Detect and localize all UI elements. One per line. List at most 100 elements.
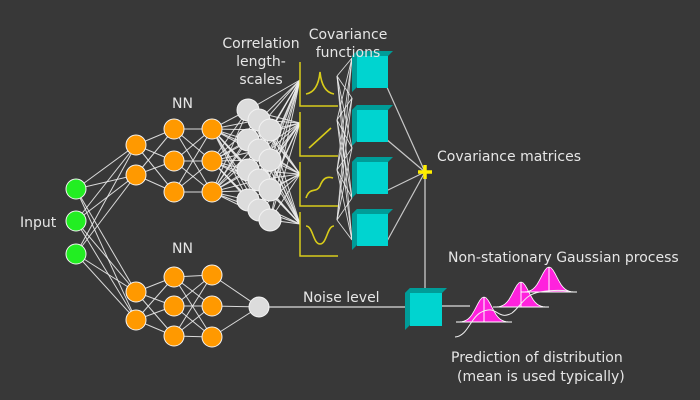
input-edge [75,174,137,255]
input-node [65,178,87,200]
input-node [65,210,87,232]
covariance-function-plots [299,62,338,257]
input-edge [75,253,137,321]
cube-side [405,288,410,330]
input-edge [75,253,137,293]
cube-side [352,105,357,146]
hidden-node [125,164,147,186]
kernel-edge [336,119,353,241]
nn-top-label: NN [172,96,193,112]
noise-node [248,296,270,318]
lengthscale-node [258,208,282,232]
covariance-cube [352,157,393,198]
hidden-edge [173,274,213,337]
noise-level-label: Noise level [303,290,380,306]
cube-top [352,157,393,162]
dip-kernel-curve [305,225,335,245]
gaussian-distributions [454,266,578,338]
gaussian-distribution [492,281,550,308]
covariance-cube [352,209,393,250]
cube-top [405,288,447,293]
cube-side [352,51,357,92]
kernel-edge [336,169,353,241]
covariance-function-plot [299,212,338,257]
covariance-function-plot [299,62,338,107]
hidden-node [201,150,223,172]
hidden-node [163,325,185,347]
input-node [65,243,87,265]
covfn-label-1: Covariance [309,27,388,43]
linear-kernel-curve [308,127,332,149]
hidden-node [163,266,185,288]
hidden-node [201,264,223,286]
plot-axes [299,112,338,157]
input-edge [75,188,137,321]
covariance-cube [352,105,393,146]
kernel-edge [336,97,353,171]
hidden-node [163,181,185,203]
hidden-node [201,118,223,140]
matrix-edge [385,84,426,173]
prediction-label-2: (mean is used typically) [457,369,625,385]
lengthscale-node [258,118,282,142]
input-edge [75,220,137,321]
prediction-label-1: Prediction of distribution [451,350,623,366]
kernel-edge [336,75,353,99]
matrix-edge [385,171,426,244]
covariance-matrices-label: Covariance matrices [437,149,581,165]
cube-front [357,110,388,142]
kernel-edge [336,57,353,121]
correlation-label-2: length- [236,54,286,70]
gaussian-distribution [455,296,513,323]
matrix-edge [385,138,426,173]
gp-label: Non-stationary Gaussian process [448,250,679,266]
hidden-edge [173,128,213,193]
plot-axes [299,212,338,257]
input-edge [75,174,137,222]
correlation-label-3: scales [239,72,282,88]
hidden-edge [173,276,213,338]
kernel-edge [336,147,353,221]
cube-front [410,293,442,326]
cube-top [352,105,393,110]
plot-axes [299,162,338,207]
cube-front [357,56,388,88]
input-edge [75,144,137,222]
hidden-node [163,150,185,172]
hidden-node [125,281,147,303]
gaussian-distribution [520,266,578,293]
gp-cube [405,288,447,330]
hidden-node [125,309,147,331]
lengthscale-edge [269,122,301,221]
covariance-function-plot [299,162,338,207]
nodes [65,98,282,348]
input-label: Input [20,215,57,231]
sigmoid-kernel-curve [305,176,334,199]
kernel-edge [336,57,353,171]
kernel-edge [336,97,353,221]
covariance-function-plot [299,112,338,157]
nn-bottom-label: NN [172,241,193,257]
input-edge [75,144,137,190]
correlation-label-1: Correlation [222,36,299,52]
matrix-edge [385,171,426,192]
covfn-label-2: functions [316,45,380,61]
cube-top [352,209,393,214]
lengthscale-node [258,178,282,202]
plot-axes [299,62,338,107]
cube-side [352,209,357,250]
hidden-node [125,134,147,156]
input-edge [75,220,137,293]
kernel-edge [336,97,353,121]
lengthscale-edge [247,122,301,171]
hidden-node [163,295,185,317]
cube-front [357,214,388,246]
mean-trend-curve [454,289,569,338]
plus-icon [418,165,432,179]
lengthscale-node [258,148,282,172]
lengthscale-edge [211,109,249,193]
cube-side [352,157,357,198]
hidden-node [201,295,223,317]
lengthscale-edge [269,79,301,191]
hidden-node [201,181,223,203]
